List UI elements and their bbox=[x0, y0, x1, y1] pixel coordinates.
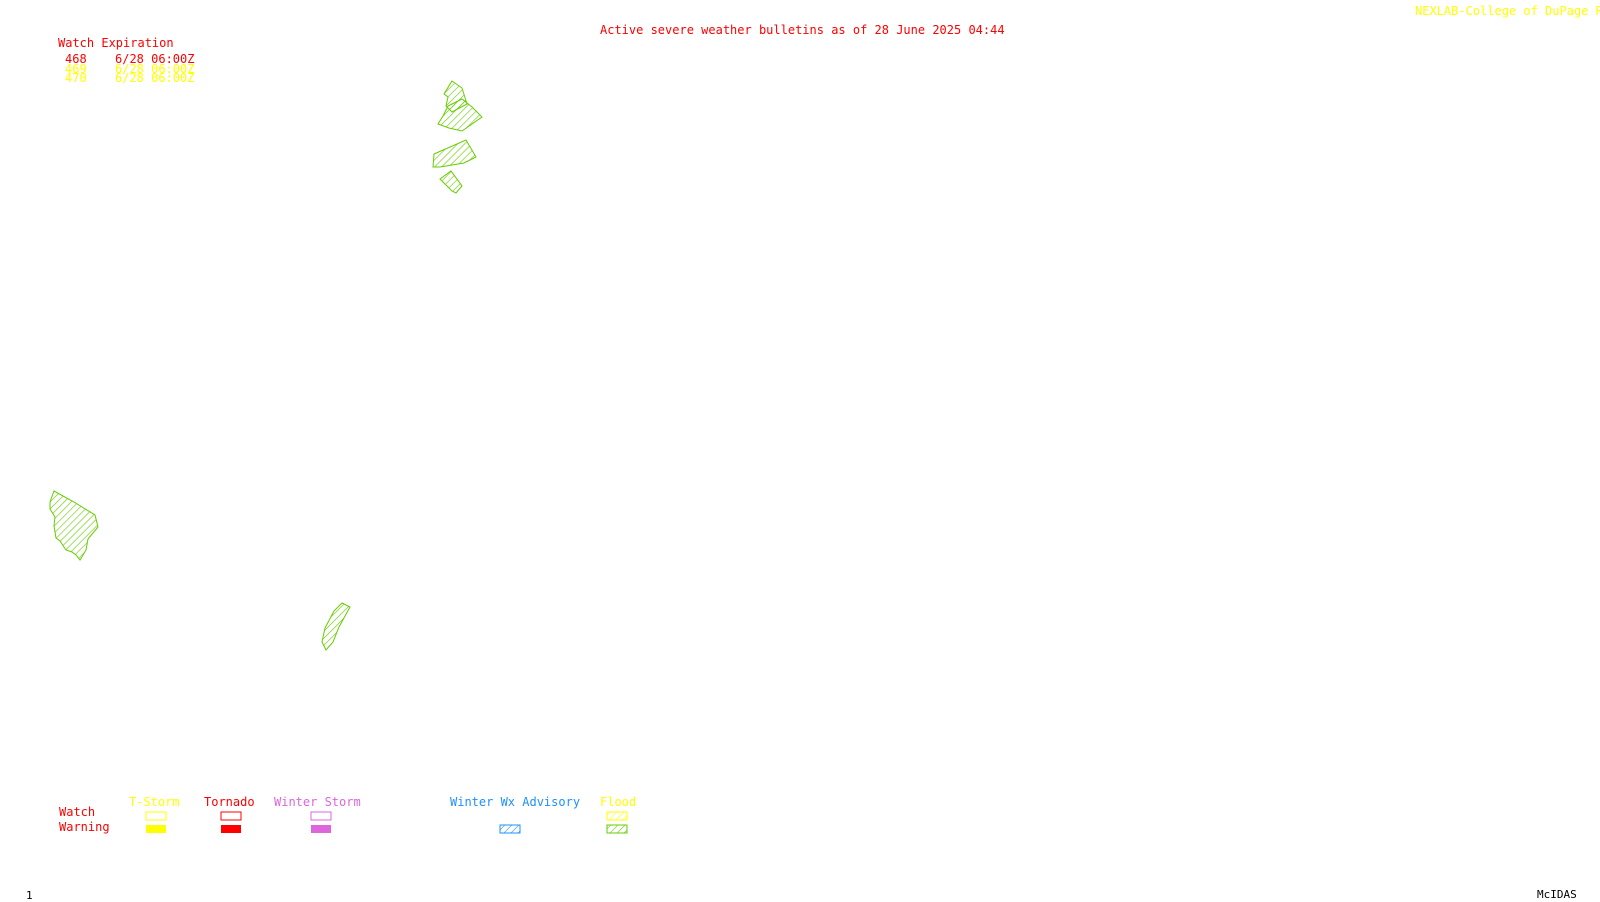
watch-number: 470 bbox=[65, 71, 87, 85]
flood-warning-polygon bbox=[432, 139, 477, 168]
watch-table-heading: Watch Expiration bbox=[58, 36, 174, 50]
flood-warning-polygon bbox=[49, 490, 99, 561]
legend-label-winter-storm: Winter Storm bbox=[274, 795, 361, 809]
legend-row-warning: Warning bbox=[59, 820, 110, 834]
watch-expiration: 6/28 06:00Z bbox=[115, 62, 195, 76]
frame-number: 1 bbox=[26, 889, 33, 902]
tstorm-watch-swatch bbox=[145, 811, 167, 821]
legend-swatches bbox=[145, 811, 628, 834]
software-label: McIDAS bbox=[1537, 888, 1577, 901]
winter-storm-warning-swatch bbox=[311, 825, 331, 833]
legend-label-tornado: Tornado bbox=[204, 795, 255, 809]
flood-warning-polygons bbox=[49, 80, 483, 651]
flood-watch-swatch bbox=[606, 811, 628, 821]
flood-warning-polygon bbox=[437, 98, 483, 132]
winter-advisory-swatch bbox=[499, 824, 521, 834]
flood-warning-polygon bbox=[439, 170, 463, 194]
legend-label-winter-advisory: Winter Wx Advisory bbox=[450, 795, 581, 809]
watch-expiration: 6/28 06:00Z bbox=[115, 71, 195, 85]
flood-warning-polygon bbox=[321, 602, 351, 651]
watch-number: 469 bbox=[65, 62, 87, 76]
flood-warning-swatch bbox=[606, 824, 628, 834]
tornado-watch-swatch bbox=[220, 811, 242, 821]
watch-number: 468 bbox=[65, 52, 87, 66]
legend-label-tstorm: T-Storm bbox=[129, 795, 180, 809]
legend-label-flood: Flood bbox=[600, 795, 637, 809]
winter-storm-watch-swatch bbox=[310, 811, 332, 821]
credit-label: NEXLAB-College of DuPage R bbox=[1415, 4, 1600, 18]
legend-row-watch: Watch bbox=[59, 805, 96, 819]
tstorm-warning-swatch bbox=[146, 825, 166, 833]
bulletin-title: Active severe weather bulletins as of 28… bbox=[600, 23, 1005, 37]
watch-expiration: 6/28 06:00Z bbox=[115, 52, 195, 66]
tornado-warning-swatch bbox=[221, 825, 241, 833]
